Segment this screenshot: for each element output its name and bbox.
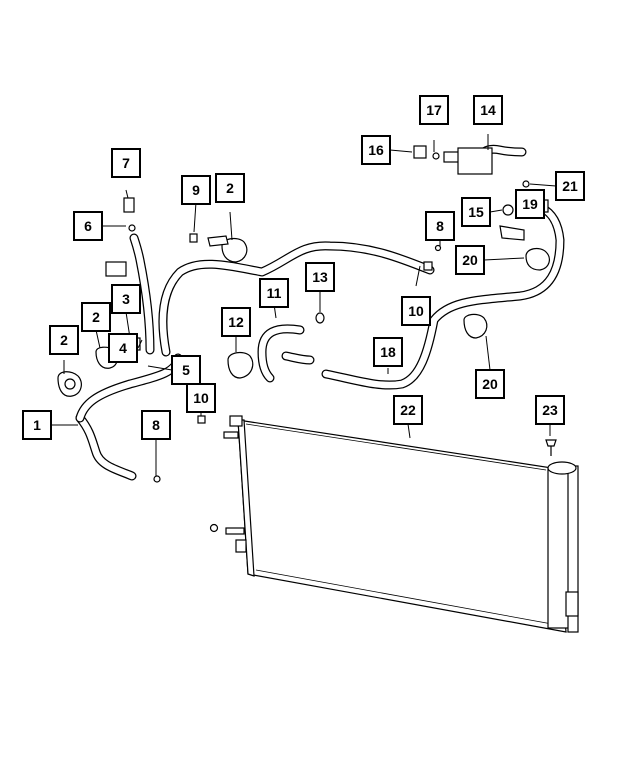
callout-label: 9	[192, 182, 200, 198]
callout-label: 17	[426, 102, 442, 118]
callout-label: 11	[267, 285, 282, 301]
callout-label: 15	[468, 204, 484, 220]
callout-8-right: 8	[425, 211, 455, 241]
callout-label: 12	[228, 314, 244, 330]
callout-21: 21	[555, 171, 585, 201]
callout-label: 21	[562, 178, 578, 194]
callout-2-middle: 2	[81, 302, 111, 332]
callout-1: 1	[22, 410, 52, 440]
callout-label: 7	[122, 155, 130, 171]
callout-10-right: 10	[401, 296, 431, 326]
callout-18: 18	[373, 337, 403, 367]
callout-label: 1	[33, 417, 41, 433]
callout-20-top: 20	[455, 245, 485, 275]
callout-7: 7	[111, 148, 141, 178]
callout-11: 11	[259, 278, 289, 308]
callout-label: 14	[480, 102, 496, 118]
callout-label: 2	[92, 309, 100, 325]
callout-label: 20	[482, 376, 498, 392]
callout-8-bottom: 8	[141, 410, 171, 440]
callout-10-left: 10	[186, 383, 216, 413]
callout-3: 3	[111, 284, 141, 314]
callout-19: 19	[515, 189, 545, 219]
callout-label: 8	[152, 417, 160, 433]
callout-label: 23	[542, 402, 558, 418]
callout-13: 13	[305, 262, 335, 292]
callout-label: 2	[226, 180, 234, 196]
callout-label: 6	[84, 218, 92, 234]
callout-label: 10	[408, 303, 424, 319]
callout-label: 8	[436, 218, 444, 234]
callout-20-bottom: 20	[475, 369, 505, 399]
callout-2-top: 2	[215, 173, 245, 203]
callout-6: 6	[73, 211, 103, 241]
callout-label: 16	[368, 142, 384, 158]
callout-label: 4	[119, 340, 127, 356]
callout-12: 12	[221, 307, 251, 337]
callout-label: 20	[462, 252, 478, 268]
callout-label: 5	[182, 362, 190, 378]
callout-9: 9	[181, 175, 211, 205]
callout-label: 3	[122, 291, 130, 307]
callout-label: 18	[380, 344, 396, 360]
callout-label: 10	[193, 390, 209, 406]
callout-5: 5	[171, 355, 201, 385]
callout-label: 13	[312, 269, 328, 285]
callout-label: 19	[522, 196, 538, 212]
callout-label: 2	[60, 332, 68, 348]
callout-23: 23	[535, 395, 565, 425]
callout-17: 17	[419, 95, 449, 125]
callout-16: 16	[361, 135, 391, 165]
callout-22: 22	[393, 395, 423, 425]
callout-14: 14	[473, 95, 503, 125]
callout-4: 4	[108, 333, 138, 363]
condenser	[209, 415, 579, 633]
callout-15: 15	[461, 197, 491, 227]
callout-label: 22	[400, 402, 416, 418]
callout-2-left: 2	[49, 325, 79, 355]
